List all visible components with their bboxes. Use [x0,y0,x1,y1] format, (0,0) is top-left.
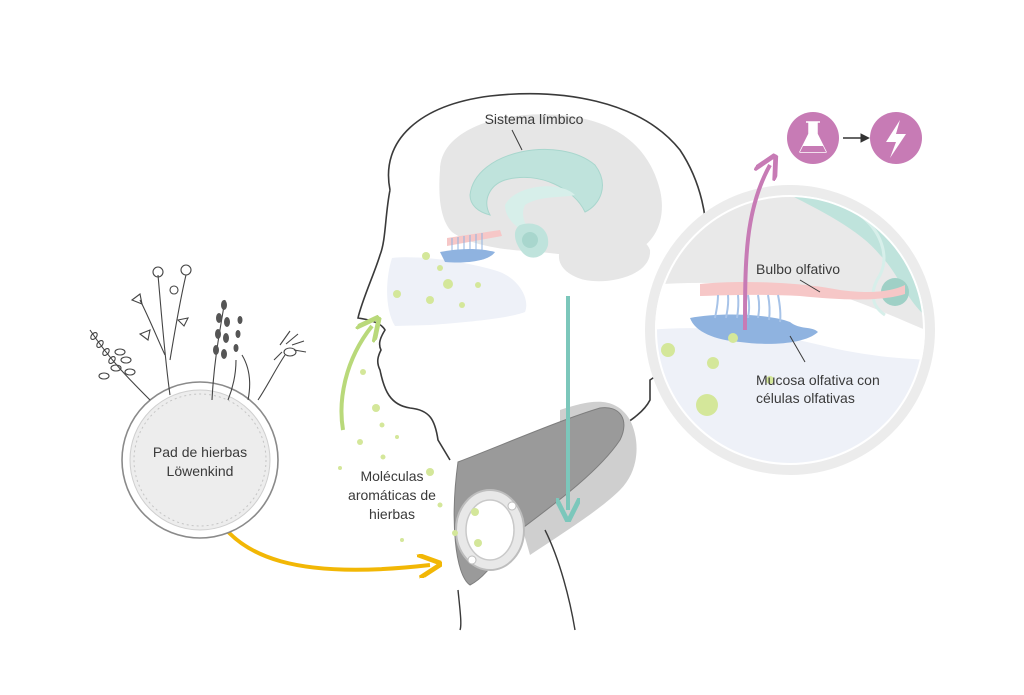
hippocampus [522,232,538,248]
lightning-icon [870,112,922,164]
mucosa-leader-line [789,335,806,363]
mucosa-label-line1: Mucosa olfativa con [756,372,880,388]
olfactory-fibers-small [451,233,483,252]
molecules-label-line1: Moléculas [360,468,423,484]
zoom-circle-border [645,185,935,475]
limbic-system [469,148,603,216]
nasal-molecules [393,252,481,308]
chamomile-stem [257,354,286,401]
brain [439,114,662,282]
zoom-olfactory-bulb [700,282,905,300]
brain-cerebrum [439,114,662,258]
lavender-left-stem [89,329,151,401]
pad-stitch [133,393,267,527]
limbic-system-label: Sistema límbico [485,111,584,127]
molecules-label-line2: aromáticas de [348,487,436,503]
neck-collar [453,401,637,631]
flower-stem [157,274,171,396]
signal-arrow [743,165,770,331]
zoom-circle-inner-border [655,195,925,465]
small-flowers [130,264,192,361]
pad-label-line1: Pad de hierbas [153,444,247,460]
flask-icon [787,112,839,164]
neck-lines [457,529,576,631]
device-dot [507,501,517,511]
head-profile [357,92,708,531]
mucosa-label-line2: células olfativas [756,390,855,406]
zoom-molecules [661,333,774,416]
zoom-limbic-inner [859,213,886,317]
olfactory-bulb-label: Bulbo olfativo [756,261,840,277]
nasal-airway [387,257,527,326]
brain-cerebellum [558,230,651,282]
floating-molecules [338,369,482,547]
herb-illustration [89,264,307,401]
zoom-inset: Bulbo olfativo Mucosa olfativa con célul… [645,185,935,475]
limbic-inner [505,186,575,235]
zoom-mucosa [690,314,818,344]
lavender-second-stem [227,359,237,401]
chamomile-flower [273,330,307,361]
olfactory-mucosa-small [440,249,495,263]
leaf-stem [241,354,251,401]
green-up-arrow [339,326,372,431]
device-dot [467,555,477,565]
bulb-leader-line [799,279,821,293]
lavender-left-buds [90,331,136,380]
lavender-spike-buds [213,300,243,359]
herb-pad: Pad de hierbas Löwenkind [121,381,279,539]
zoom-olfactory-fibers [714,294,782,323]
olfactory-bulb-small [447,230,502,246]
molecules-label-line3: hierbas [369,506,415,522]
limbic-leader-line [511,129,523,151]
pad-inner [129,389,271,531]
pad-label-line2: Löwenkind [167,463,234,479]
